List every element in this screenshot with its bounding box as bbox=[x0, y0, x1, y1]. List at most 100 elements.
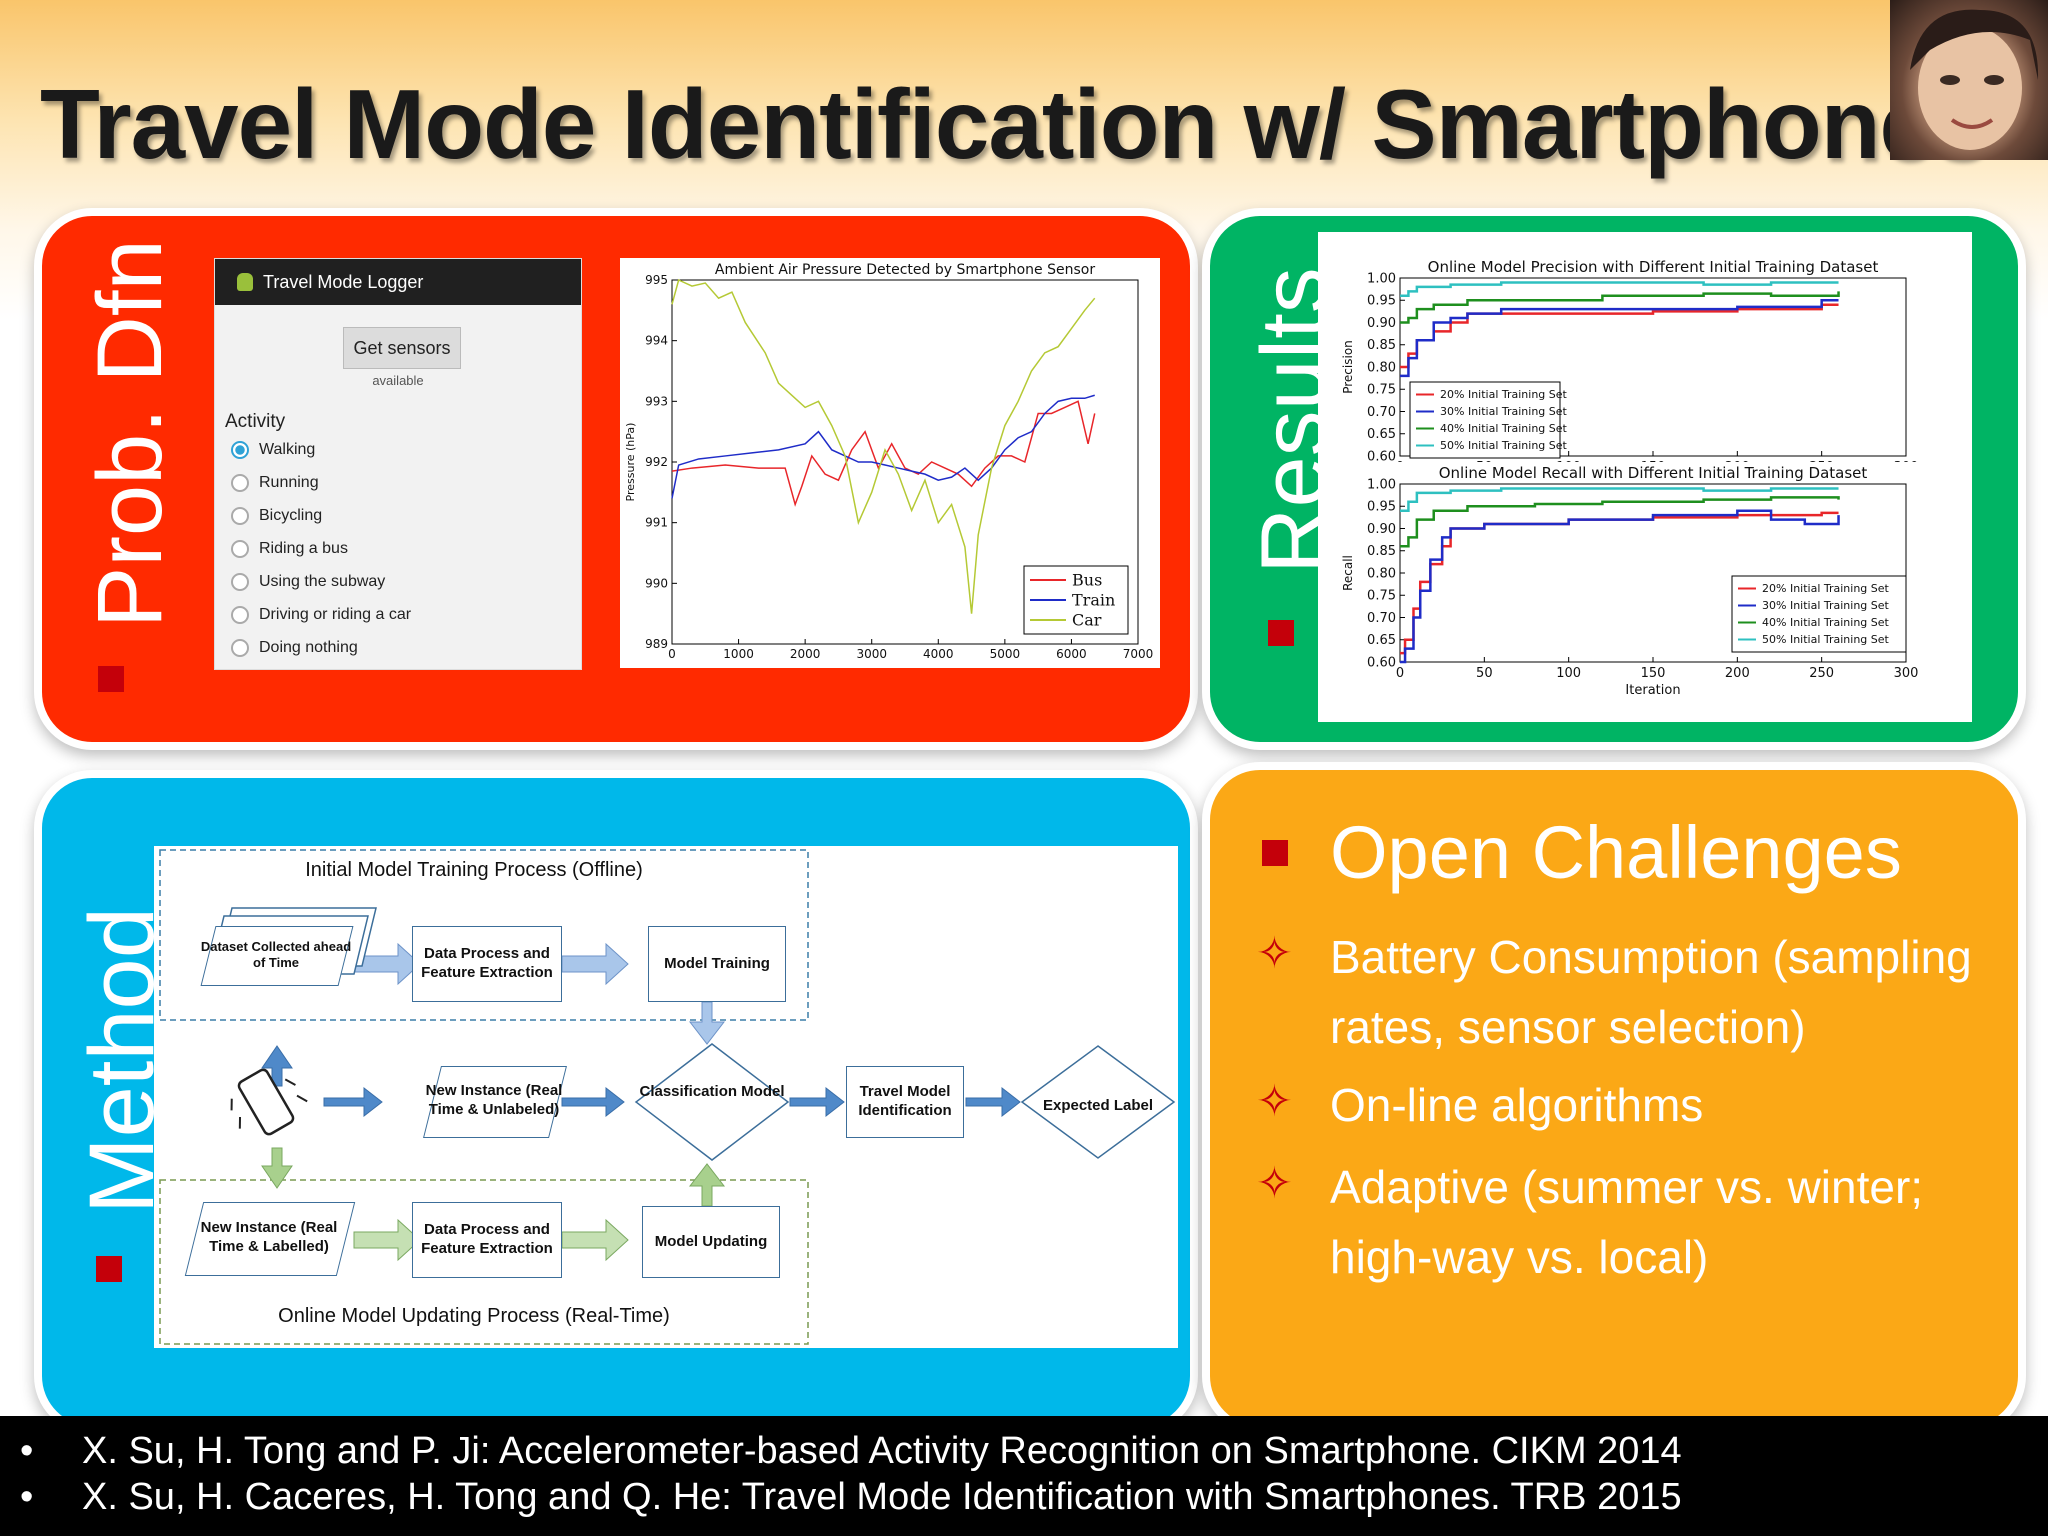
data-process-box-2: Data Process and Feature Extraction bbox=[412, 1202, 562, 1278]
app-titlebar: Travel Mode Logger bbox=[215, 259, 581, 305]
bullet-dot-icon: • bbox=[20, 1430, 34, 1472]
challenge-item: Battery Consumption (sampling rates, sen… bbox=[1330, 931, 1972, 1053]
x-tick-label: 4000 bbox=[923, 647, 954, 661]
star-bullet-icon: ✧ bbox=[1256, 1159, 1293, 1208]
pressure-chart: Ambient Air Pressure Detected by Smartph… bbox=[624, 262, 1153, 661]
radio-nothing[interactable]: Doing nothing bbox=[231, 639, 358, 657]
radio-subway[interactable]: Using the subway bbox=[231, 573, 385, 591]
legend-box bbox=[1731, 575, 1907, 653]
method-bullet bbox=[96, 1256, 122, 1282]
legend-label: Car bbox=[1072, 610, 1102, 629]
webcam-thumbnail bbox=[1890, 0, 2048, 160]
radio-icon bbox=[231, 573, 249, 591]
open-bullet bbox=[1262, 840, 1288, 866]
legend-label: 20% Initial Training Set bbox=[1440, 388, 1568, 401]
y-tick-label: 994 bbox=[645, 334, 668, 348]
legend-label: Bus bbox=[1072, 570, 1102, 589]
y-tick-label: 0.95 bbox=[1367, 294, 1396, 309]
legend-label: 20% Initial Training Set bbox=[1762, 582, 1890, 595]
y-tick-label: 0.60 bbox=[1367, 655, 1396, 670]
model-updating-box: Model Updating bbox=[642, 1206, 780, 1278]
y-axis-label: Recall bbox=[1341, 555, 1355, 591]
series-line-50-initial-training-set bbox=[1400, 487, 1839, 512]
dataset-label: Dataset Collected ahead of Time bbox=[200, 938, 352, 970]
x-tick-label: 150 bbox=[1641, 666, 1666, 681]
precision-chart: Online Model Precision with Different In… bbox=[1341, 258, 1918, 475]
expected-label-text: Expected Label bbox=[1043, 1097, 1153, 1114]
offline-region bbox=[159, 849, 809, 1021]
y-tick-label: 0.85 bbox=[1367, 544, 1396, 559]
slide-title: Travel Mode Identification w/ Smartphone… bbox=[40, 69, 1988, 179]
android-icon bbox=[237, 273, 253, 291]
y-tick-label: 0.75 bbox=[1367, 383, 1396, 398]
online-title: Online Model Updating Process (Real-Time… bbox=[278, 1305, 670, 1327]
y-tick-label: 992 bbox=[645, 455, 668, 469]
prob-dfn-label: Prob. Dfn bbox=[79, 239, 181, 628]
challenge-item: On-line algorithms bbox=[1330, 1079, 1704, 1131]
data-process-box-1: Data Process and Feature Extraction bbox=[412, 926, 562, 1002]
radio-icon bbox=[231, 540, 249, 558]
arrow-icon bbox=[789, 1086, 845, 1118]
series-line-30-initial-training-set bbox=[1400, 299, 1839, 378]
offline-title: Initial Model Training Process (Offline) bbox=[305, 859, 643, 881]
method-diagram: Initial Model Training Process (Offline)… bbox=[154, 846, 1178, 1348]
y-tick-label: 0.70 bbox=[1367, 405, 1396, 420]
radio-icon bbox=[231, 606, 249, 624]
y-tick-label: 0.80 bbox=[1367, 360, 1396, 375]
get-sensors-button[interactable]: Get sensors bbox=[343, 327, 461, 369]
x-tick-label: 0 bbox=[668, 647, 676, 661]
sensor-status: available bbox=[372, 373, 424, 388]
x-tick-label: 1000 bbox=[723, 647, 754, 661]
chart-title: Online Model Precision with Different In… bbox=[1428, 258, 1879, 276]
prob-bullet bbox=[98, 666, 124, 692]
references-bar: •X. Su, H. Tong and P. Ji: Accelerometer… bbox=[0, 1416, 2048, 1536]
chart-title: Ambient Air Pressure Detected by Smartph… bbox=[715, 262, 1095, 278]
arrow-icon bbox=[353, 942, 421, 986]
travel-model-id-box: Travel Model Identification bbox=[846, 1066, 964, 1138]
arrow-icon bbox=[688, 1163, 726, 1207]
arrow-icon bbox=[353, 1218, 421, 1262]
y-tick-label: 0.65 bbox=[1367, 427, 1396, 442]
radio-bicycling[interactable]: Bicycling bbox=[231, 507, 322, 525]
series-line-40-initial-training-set bbox=[1400, 496, 1840, 548]
results-bullet bbox=[1268, 620, 1294, 646]
series-line-30-initial-training-set bbox=[1400, 509, 1840, 664]
star-bullet-icon: ✧ bbox=[1256, 929, 1293, 978]
radio-walking[interactable]: Walking bbox=[231, 441, 315, 459]
y-tick-label: 991 bbox=[645, 516, 668, 530]
activity-label: Activity bbox=[225, 411, 286, 432]
y-tick-label: 0.60 bbox=[1367, 449, 1396, 462]
legend-label: 30% Initial Training Set bbox=[1762, 599, 1890, 612]
y-tick-label: 993 bbox=[645, 394, 668, 408]
legend-label: 50% Initial Training Set bbox=[1440, 439, 1568, 452]
open-challenges-title: Open Challenges bbox=[1330, 811, 1902, 894]
presenter-face-icon bbox=[1910, 9, 2039, 150]
x-tick-label: 300 bbox=[1894, 666, 1919, 681]
series-line-40-initial-training-set bbox=[1400, 291, 1840, 324]
results-charts-panel: Online Model Precision with Different In… bbox=[1318, 232, 1972, 722]
challenge-item: Adaptive (summer vs. winter; high-way vs… bbox=[1330, 1161, 1924, 1283]
radio-riding-bus[interactable]: Riding a bus bbox=[231, 540, 348, 558]
x-tick-label: 2000 bbox=[790, 647, 821, 661]
new-instance-labelled-label: New Instance (Real Time & Labelled) bbox=[200, 1219, 338, 1255]
radio-running[interactable]: Running bbox=[231, 474, 319, 492]
y-tick-label: 1.00 bbox=[1367, 271, 1396, 286]
arrow-icon bbox=[261, 1045, 293, 1087]
y-tick-label: 0.80 bbox=[1367, 566, 1396, 581]
x-tick-label: 200 bbox=[1725, 666, 1750, 681]
y-axis-label: Pressure (hPa) bbox=[624, 423, 637, 502]
radio-checked-icon bbox=[231, 441, 249, 459]
legend-label: 40% Initial Training Set bbox=[1762, 616, 1890, 629]
smartphone-icon bbox=[230, 1068, 308, 1136]
open-challenges-panel bbox=[1202, 762, 2026, 1434]
x-tick-label: 50 bbox=[1476, 666, 1493, 681]
bullet-dot-icon: • bbox=[20, 1476, 34, 1518]
x-tick-label: 100 bbox=[1556, 666, 1581, 681]
x-tick-label: 5000 bbox=[990, 647, 1021, 661]
y-tick-label: 0.90 bbox=[1367, 522, 1396, 537]
y-tick-label: 0.70 bbox=[1367, 611, 1396, 626]
radio-driving[interactable]: Driving or riding a car bbox=[231, 606, 411, 624]
x-tick-label: 0 bbox=[1396, 666, 1404, 681]
x-tick-label: 6000 bbox=[1056, 647, 1087, 661]
new-instance-unlabeled-label: New Instance (Real Time & Unlabeled) bbox=[425, 1082, 563, 1118]
